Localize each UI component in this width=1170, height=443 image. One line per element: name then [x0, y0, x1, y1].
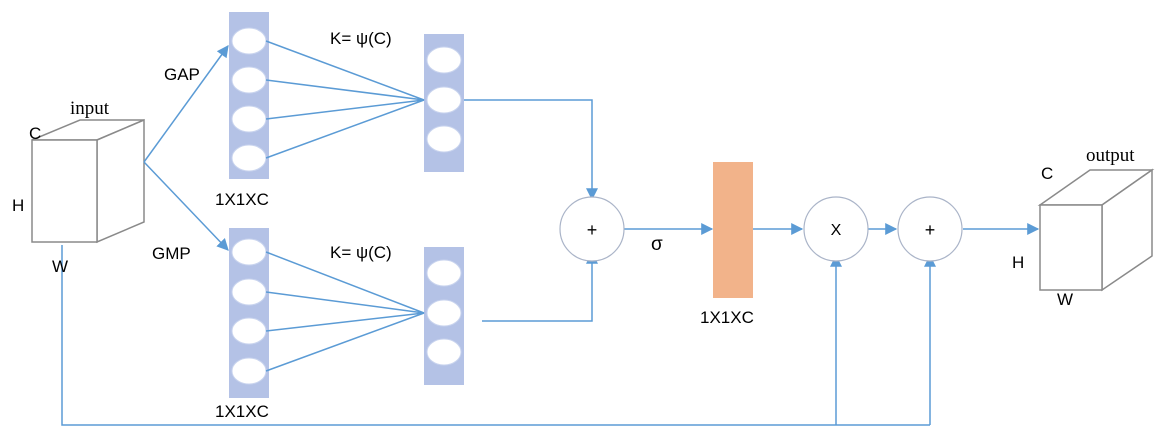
gap-node — [231, 27, 267, 55]
gap-node — [231, 144, 267, 172]
conv-top-nodes — [426, 46, 462, 153]
skip-connection-line — [61, 245, 930, 426]
gmp-label: GMP — [152, 244, 191, 263]
output-label: output — [1086, 145, 1135, 166]
gap-dimension-label: 1X1XC — [215, 190, 269, 209]
gmp-node — [231, 238, 267, 266]
gmp-connection-lines — [265, 251, 425, 372]
input-cube — [31, 118, 145, 244]
multiply-symbol: X — [831, 222, 842, 239]
gmp-node — [231, 278, 267, 306]
output-height-label: H — [1012, 253, 1025, 272]
conv-bottom-node — [426, 338, 462, 366]
multiply-operator — [803, 196, 869, 262]
input-width-label: W — [52, 257, 69, 276]
conv-bottom-node — [426, 259, 462, 287]
gmp-node — [231, 317, 267, 345]
arrow-input-to-gap — [143, 45, 229, 163]
output-width-label: W — [1057, 290, 1074, 309]
gap-node — [231, 66, 267, 94]
add-pool-operator — [559, 196, 625, 262]
conv-top-node — [426, 125, 462, 153]
kernel-size-label-bottom: K= ψ(C) — [330, 243, 392, 262]
conv-bottom-node — [426, 299, 462, 327]
gmp-nodes — [231, 238, 267, 385]
gap-nodes — [231, 27, 267, 172]
sigmoid-weight-bar — [713, 162, 753, 298]
kernel-size-label-top: K= ψ(C) — [330, 29, 392, 48]
input-channel-label: C — [29, 124, 42, 143]
conv-top-node — [426, 46, 462, 74]
add-residual-symbol: + — [925, 220, 936, 240]
add-residual-operator — [897, 196, 963, 262]
sigmoid-dimension-label: 1X1XC — [700, 308, 754, 327]
sigmoid-label: σ — [651, 234, 663, 255]
gap-connection-lines — [265, 40, 425, 159]
input-label: input — [70, 98, 110, 119]
conv-top-node — [426, 86, 462, 114]
arrow-input-to-gmp — [143, 161, 229, 251]
gmp-node — [231, 357, 267, 385]
gap-label: GAP — [164, 65, 200, 84]
output-channel-label: C — [1041, 164, 1054, 183]
gap-node — [231, 105, 267, 133]
conv-bottom-nodes — [426, 259, 462, 366]
input-height-label: H — [12, 196, 25, 215]
gmp-dimension-label: 1X1XC — [215, 402, 269, 421]
add-pool-symbol: + — [587, 220, 598, 240]
arrow-bottom-to-add — [482, 251, 598, 322]
arrow-top-to-add — [464, 99, 598, 201]
output-cube — [1037, 168, 1155, 292]
